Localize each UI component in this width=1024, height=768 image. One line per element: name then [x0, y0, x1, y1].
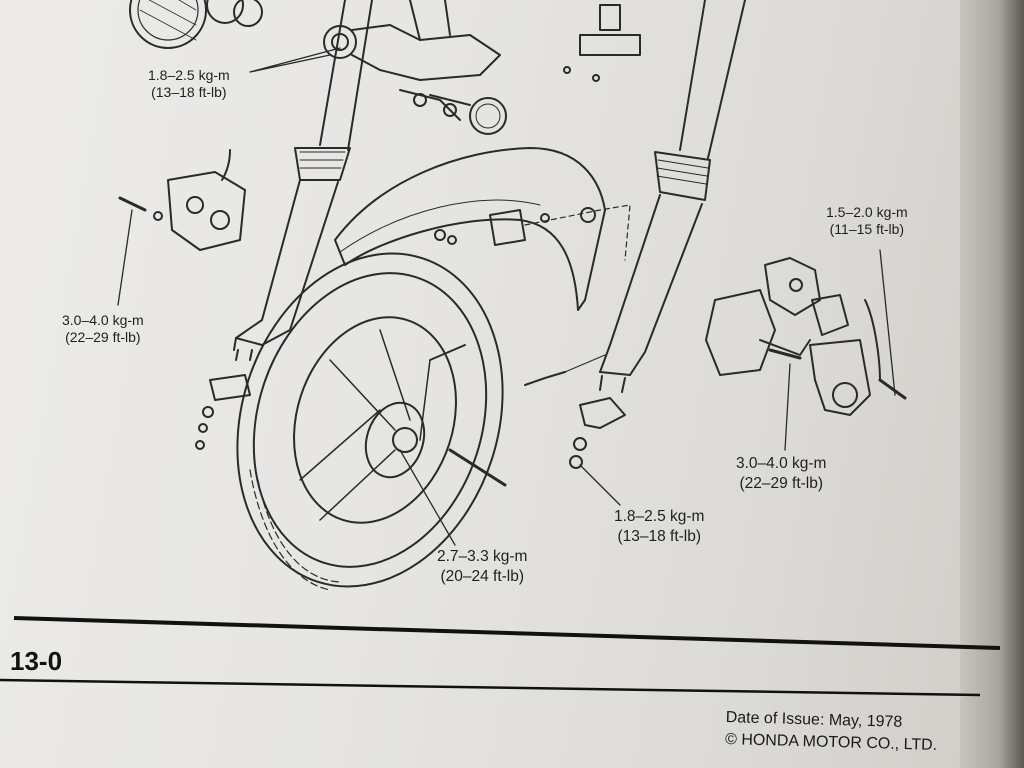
torque-label-brake-pad-pin: 1.5–2.0 kg-m (11–15 ft-lb): [826, 204, 908, 238]
torque-label-left-caliper: 3.0–4.0 kg-m (22–29 ft-lb): [62, 312, 144, 346]
torque-value-alt: (20–24 ft-lb): [440, 568, 525, 585]
torque-value: 1.5–2.0 kg-m: [826, 204, 908, 220]
right-fork-illustration: [599, 0, 746, 393]
torque-value-alt: (13–18 ft-lb): [617, 528, 702, 545]
torque-leader-lines: [117, 47, 896, 546]
top-bridge-illustration: [323, 0, 641, 135]
headlight-illustration: [129, 0, 263, 49]
page-rules: [0, 616, 1001, 697]
torque-value-alt: (22–29 ft-lb): [65, 329, 141, 345]
torque-value: 2.7–3.3 kg-m: [437, 548, 528, 565]
torque-value-alt: (11–15 ft-lb): [829, 221, 905, 237]
left-caliper-illustration: [118, 149, 246, 251]
torque-value: 1.8–2.5 kg-m: [614, 508, 705, 525]
torque-label-axle-holder: 1.8–2.5 kg-m (13–18 ft-lb): [614, 507, 704, 547]
torque-value-alt: (22–29 ft-lb): [739, 475, 824, 492]
page-footer: Date of Issue: May, 1978 © HONDA MOTOR C…: [725, 707, 938, 757]
right-axle-holder-illustration: [569, 397, 626, 469]
torque-label-right-caliper: 3.0–4.0 kg-m (22–29 ft-lb): [736, 454, 826, 494]
front-fender-illustration: [334, 147, 631, 311]
torque-value: 1.8–2.5 kg-m: [148, 67, 230, 83]
torque-label-upper-bolt: 1.8–2.5 kg-m (13–18 ft-lb): [148, 67, 230, 101]
right-caliper-illustration: [705, 257, 907, 416]
torque-value: 3.0–4.0 kg-m: [62, 312, 144, 328]
left-fork-illustration: [233, 0, 373, 361]
speedometer-cable-illustration: [524, 354, 606, 386]
torque-value: 3.0–4.0 kg-m: [736, 455, 827, 472]
page-number: 13-0: [10, 646, 63, 676]
left-axle-holder-illustration: [195, 374, 251, 450]
torque-value-alt: (13–18 ft-lb): [151, 84, 227, 100]
page-edge-shadow: [960, 0, 1024, 768]
front-wheel-illustration: [236, 252, 507, 591]
torque-label-axle-nut: 2.7–3.3 kg-m (20–24 ft-lb): [437, 547, 527, 587]
